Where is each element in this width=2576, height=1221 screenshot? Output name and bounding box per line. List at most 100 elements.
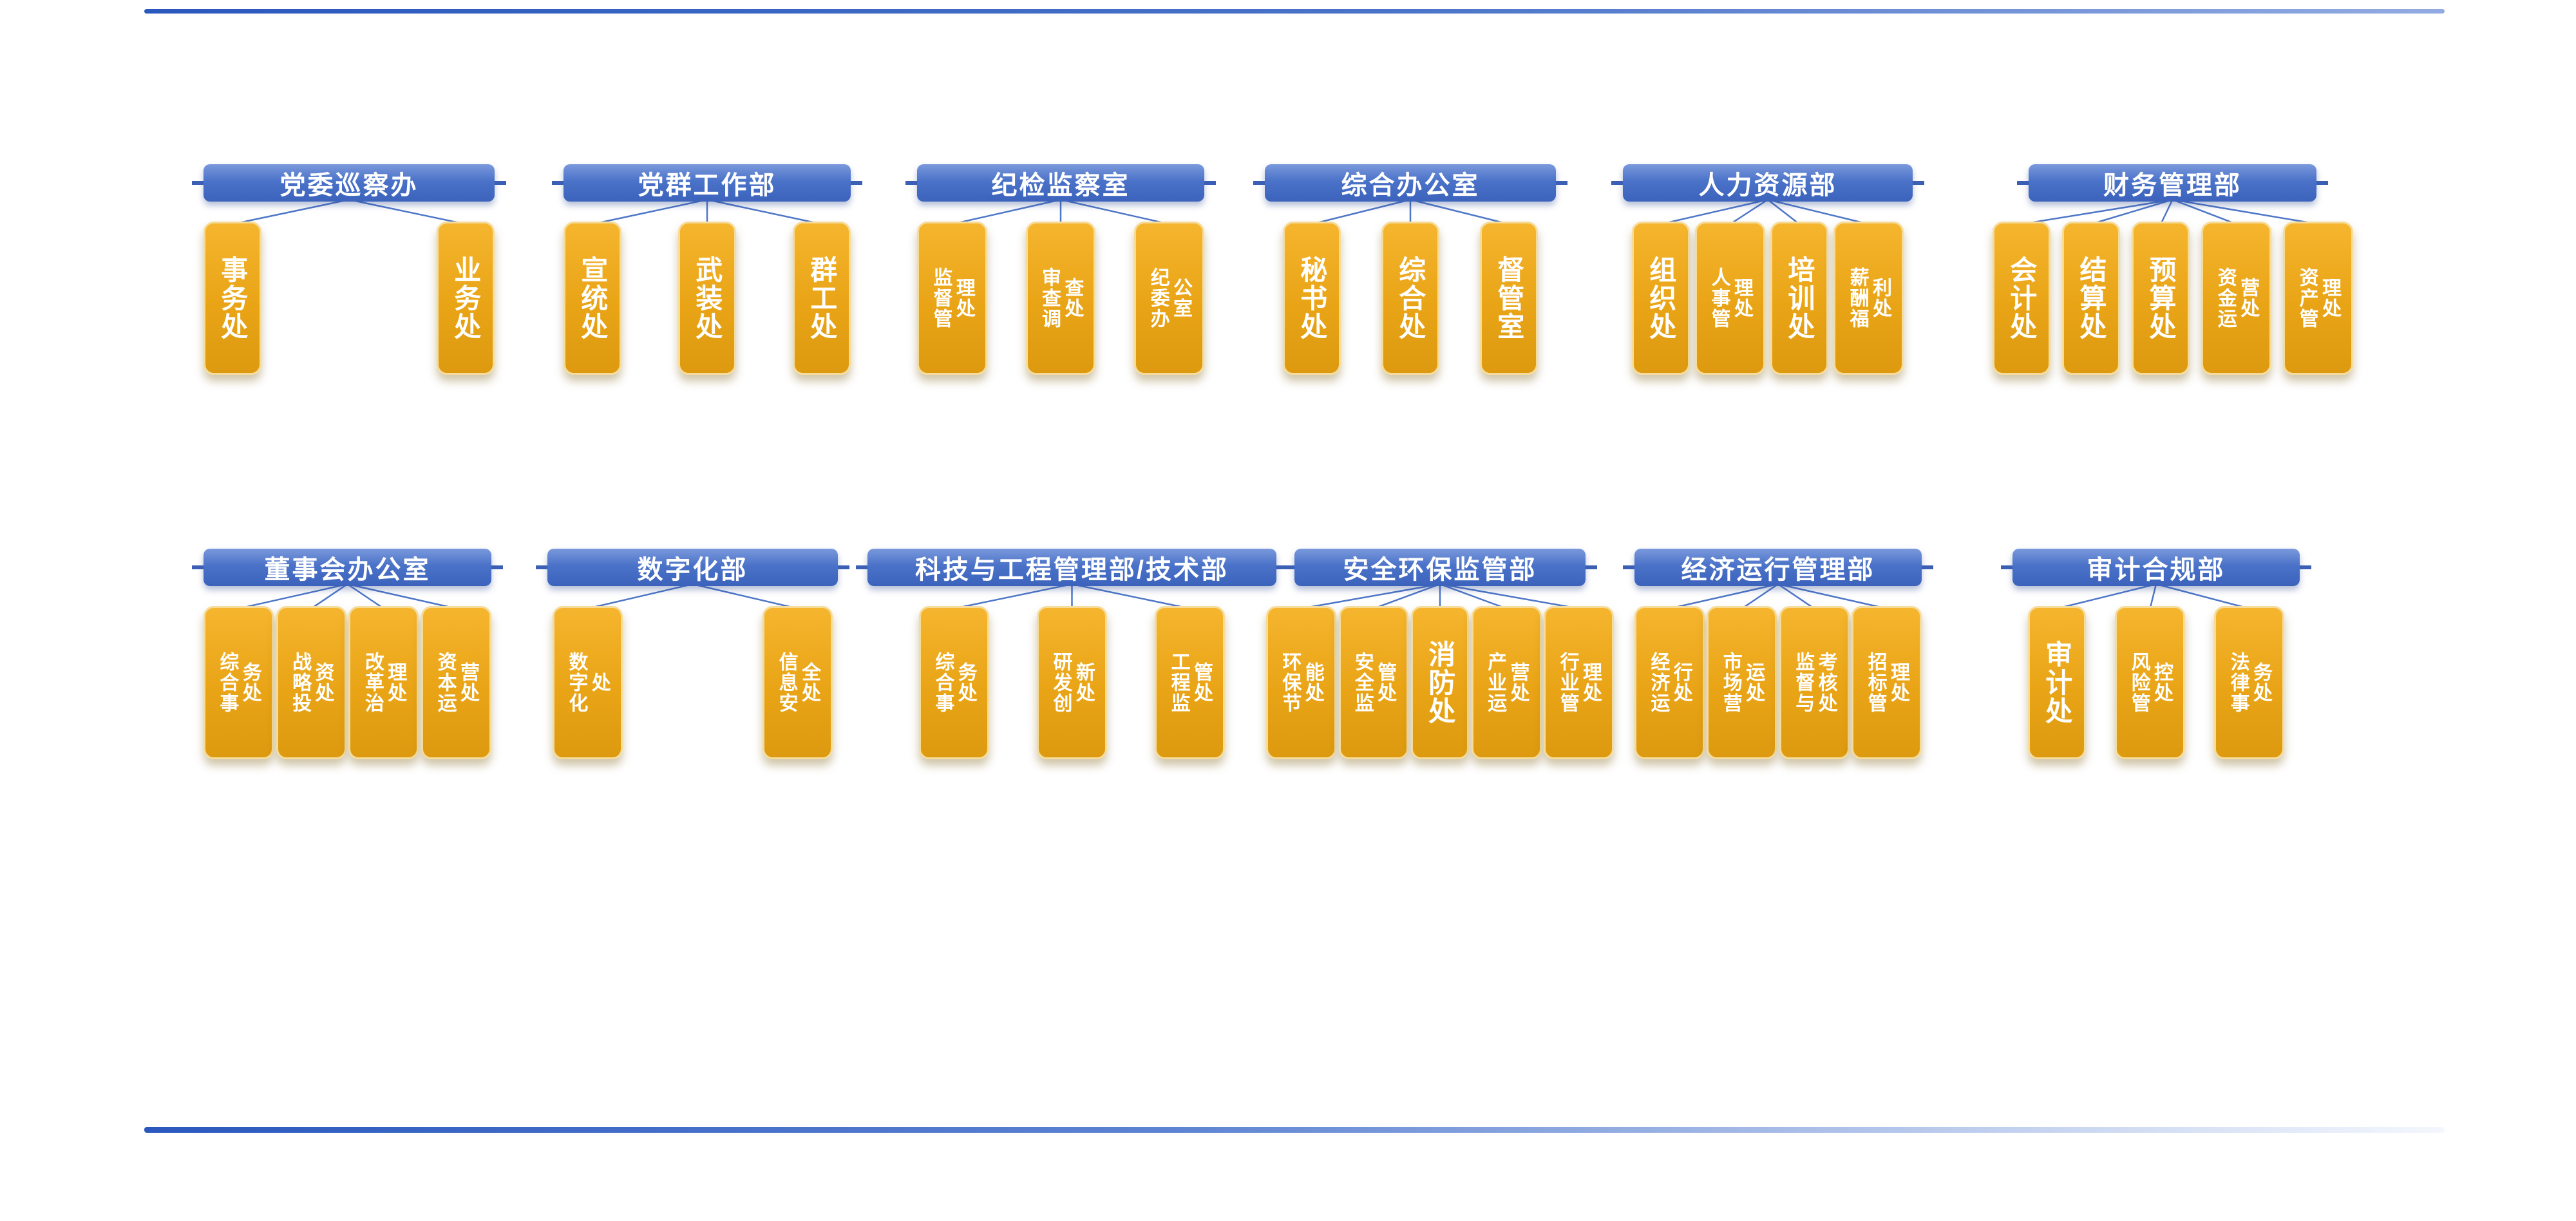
division-box[interactable]: 宣统处 [564,222,621,375]
division-row: 宣统处 武装处 群工处 [564,222,851,375]
division-label: 纪委办公室 [1147,267,1191,329]
division-label: 数字化处 [565,652,610,714]
department-title: 财务管理部 [2103,171,2242,200]
department-header[interactable]: 综合办公室 [1253,164,1567,202]
division-label: 武装处 [692,256,723,341]
division-box[interactable]: 信息安全处 [762,606,833,759]
division-label: 招标管理处 [1864,652,1909,714]
division-box[interactable]: 薪酬福利处 [1833,222,1904,375]
division-box[interactable]: 改革治理处 [348,606,419,759]
org-group: 安全环保监管部 环保节能处 安全监管处 消防处 产业运营处 行业管理处 [1266,549,1614,759]
department-header[interactable]: 董事会办公室 [192,549,503,586]
department-header[interactable]: 安全环保监管部 [1283,549,1597,586]
org-group: 人力资源部 组织处 人事管理处 培训处 薪酬福利处 [1611,164,1924,375]
division-box[interactable]: 审计处 [2028,606,2086,759]
division-label: 综合事务处 [932,652,976,714]
division-label: 宣统处 [577,256,608,341]
division-label: 培训处 [1784,256,1815,341]
org-group: 综合办公室 秘书处 综合处 督管室 [1253,164,1567,375]
department-title: 党委巡察办 [279,171,419,200]
division-row: 经济运行处 市场营运处 监督与考核处 招标管理处 [1634,606,1922,759]
division-label: 会计处 [2006,256,2037,341]
top-divider [144,9,2445,14]
division-box[interactable]: 消防处 [1411,606,1469,759]
department-title: 安全环保监管部 [1343,556,1537,584]
department-header[interactable]: 人力资源部 [1611,164,1924,202]
division-box[interactable]: 纪委办公室 [1134,222,1204,375]
division-box[interactable]: 资金运营处 [2201,222,2272,375]
department-header[interactable]: 科技与工程管理部/技术部 [856,549,1288,586]
division-box[interactable]: 人事管理处 [1695,222,1765,375]
division-box[interactable]: 产业运营处 [1471,606,1542,759]
division-row: 组织处 人事管理处 培训处 薪酬福利处 [1623,222,1913,375]
department-title: 综合办公室 [1341,171,1480,200]
division-box[interactable]: 预算处 [2132,222,2190,375]
division-label: 组织处 [1645,256,1676,341]
department-header[interactable]: 审计合规部 [2001,549,2311,586]
org-group: 审计合规部 审计处 风险管控处 法律事务处 [2001,549,2311,759]
division-row: 环保节能处 安全监管处 消防处 产业运营处 行业管理处 [1266,606,1614,759]
division-box[interactable]: 事务处 [204,222,261,375]
division-box[interactable]: 武装处 [678,222,736,375]
division-box[interactable]: 行业管理处 [1544,606,1614,759]
department-header[interactable]: 经济运行管理部 [1623,549,1933,586]
department-header[interactable]: 党委巡察办 [192,164,506,202]
department-header[interactable]: 数字化部 [536,549,849,586]
org-group: 财务管理部 会计处 结算处 预算处 资金运营处 资产管理处 [1993,164,2353,375]
division-box[interactable]: 资本运营处 [421,606,491,759]
org-group: 党委巡察办 事务处 业务处 [192,164,506,375]
department-title: 数字化部 [637,556,748,584]
department-title: 党群工作部 [638,171,777,200]
division-box[interactable]: 综合处 [1381,222,1439,375]
division-label: 工程监管处 [1168,652,1212,714]
org-group: 科技与工程管理部/技术部 综合事务处 研发创新处 工程监管处 [856,549,1288,759]
department-header[interactable]: 财务管理部 [2017,164,2328,202]
department-header[interactable]: 纪检监察室 [905,164,1216,202]
org-group: 纪检监察室 监督管理处 审查调查处 纪委办公室 [905,164,1216,375]
division-box[interactable]: 业务处 [437,222,495,375]
division-box[interactable]: 法律事务处 [2214,606,2284,759]
division-label: 结算处 [2076,256,2107,341]
division-label: 信息安全处 [775,652,820,714]
department-title: 审计合规部 [2087,556,2226,584]
division-box[interactable]: 秘书处 [1283,222,1341,375]
division-box[interactable]: 综合事务处 [204,606,274,759]
division-label: 改革治理处 [361,652,406,714]
division-label: 督管室 [1493,256,1524,341]
division-label: 审查调查处 [1039,267,1083,329]
division-box[interactable]: 战略投资处 [276,606,346,759]
department-title: 科技与工程管理部/技术部 [914,556,1229,584]
division-box[interactable]: 审查调查处 [1025,222,1096,375]
department-header[interactable]: 党群工作部 [552,164,862,202]
division-box[interactable]: 结算处 [2062,222,2121,375]
division-box[interactable]: 会计处 [1993,222,2050,375]
division-box[interactable]: 安全监管处 [1338,606,1409,759]
department-title: 经济运行管理部 [1681,556,1875,584]
department-title: 纪检监察室 [991,171,1130,200]
division-label: 综合处 [1395,256,1426,341]
division-box[interactable]: 综合事务处 [919,606,989,759]
division-box[interactable]: 数字化处 [553,606,623,759]
division-box[interactable]: 研发创新处 [1037,606,1107,759]
division-box[interactable]: 市场营运处 [1707,606,1777,759]
org-group: 经济运行管理部 经济运行处 市场营运处 监督与考核处 招标管理处 [1623,549,1933,759]
division-box[interactable]: 监督管理处 [917,222,987,375]
division-box[interactable]: 培训处 [1770,222,1829,375]
division-label: 法律事务处 [2227,652,2271,714]
bottom-divider [144,1127,2445,1133]
division-box[interactable]: 组织处 [1632,222,1690,375]
division-box[interactable]: 监督与考核处 [1779,606,1850,759]
division-box[interactable]: 工程监管处 [1155,606,1225,759]
division-box[interactable]: 招标管理处 [1852,606,1922,759]
division-box[interactable]: 群工处 [793,222,851,375]
division-box[interactable]: 经济运行处 [1634,606,1705,759]
division-box[interactable]: 环保节能处 [1266,606,1336,759]
division-box[interactable]: 风险管控处 [2115,606,2185,759]
division-label: 市场营运处 [1719,652,1765,714]
division-label: 人事管理处 [1708,267,1752,329]
division-box[interactable]: 资产管理处 [2283,222,2353,375]
division-box[interactable]: 督管室 [1480,222,1538,375]
division-label: 事务处 [217,256,248,341]
